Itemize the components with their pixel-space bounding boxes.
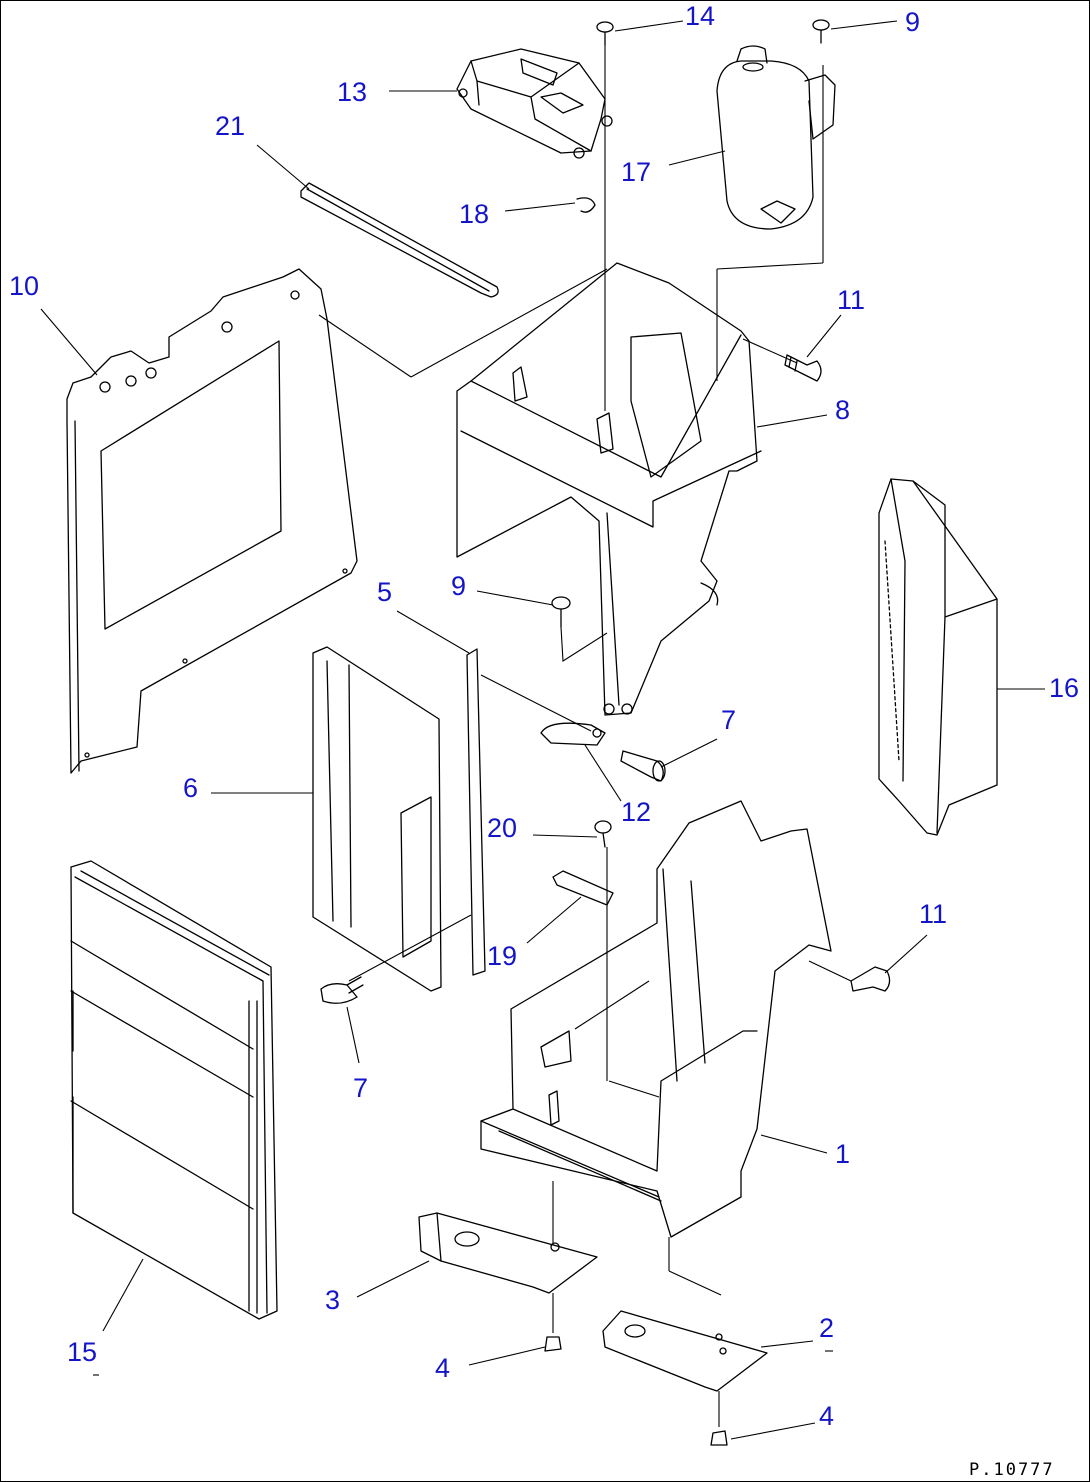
callout-13: 13: [337, 77, 367, 107]
callout-5: 5: [377, 577, 392, 607]
part-9-screw-middle: [551, 596, 608, 662]
part-7-bolt-left: [320, 976, 364, 1004]
callout-9-middle: 9: [451, 571, 466, 601]
part-18-clip: [576, 197, 596, 213]
part-6-cover-plate: [312, 646, 472, 992]
drawing-code: P.10777: [969, 1460, 1055, 1480]
callout-4-left: 4: [435, 1353, 450, 1383]
callout-17: 17: [621, 157, 651, 187]
part-19-clip: [552, 870, 614, 906]
part-7-bolt-right: [620, 750, 666, 782]
leader-lines: [40, 20, 1045, 1440]
part-1-lower-bracket: [480, 800, 832, 1296]
part-11-bolt-top: [784, 354, 822, 382]
callout-14: 14: [685, 1, 715, 31]
part-13-controller: [456, 48, 613, 159]
callout-1: 1: [835, 1139, 850, 1169]
part-2-bracket-plate: [602, 1310, 768, 1427]
callout-4-right: 4: [819, 1401, 834, 1431]
callout-10: 10: [9, 271, 39, 301]
callout-7-left: 7: [353, 1073, 368, 1103]
callout-15: 15: [67, 1337, 97, 1367]
part-4-screw-left: [544, 1336, 562, 1352]
part-12-clamp: [540, 722, 606, 746]
part-9-screw-top: [716, 19, 830, 381]
callout-20: 20: [487, 813, 517, 843]
callout-labels: 14 9 13 21 17 18 10 11 8 9 5 16 7 6 12 2…: [9, 1, 1079, 1431]
part-5-strip: [466, 648, 592, 976]
callout-7-right: 7: [721, 705, 736, 735]
callout-2: 2: [819, 1313, 834, 1343]
part-14-screw: [596, 21, 614, 411]
part-15-radiator-core: [70, 860, 278, 1320]
part-4-screw-right: [710, 1430, 728, 1446]
callout-16: 16: [1049, 673, 1079, 703]
callout-9-top: 9: [905, 7, 920, 37]
part-8-upper-bracket: [456, 262, 798, 716]
callout-11-top: 11: [837, 285, 865, 315]
part-10-side-panel: [66, 268, 608, 774]
callout-6: 6: [183, 773, 198, 803]
part-20-screw: [594, 820, 612, 1081]
callout-3: 3: [325, 1285, 340, 1315]
callout-19: 19: [487, 941, 517, 971]
callout-11-bottom: 11: [919, 899, 947, 929]
part-17-reservoir-tank: [716, 45, 836, 230]
part-11-bolt-bottom: [808, 960, 891, 992]
part-16-grille-panel: [878, 478, 998, 836]
callout-21: 21: [215, 111, 245, 141]
callout-18: 18: [459, 199, 489, 229]
callout-12: 12: [621, 797, 651, 827]
part-3-bracket-plate: [418, 1181, 598, 1333]
part-21-rod: [300, 182, 499, 298]
callout-8: 8: [835, 395, 850, 425]
